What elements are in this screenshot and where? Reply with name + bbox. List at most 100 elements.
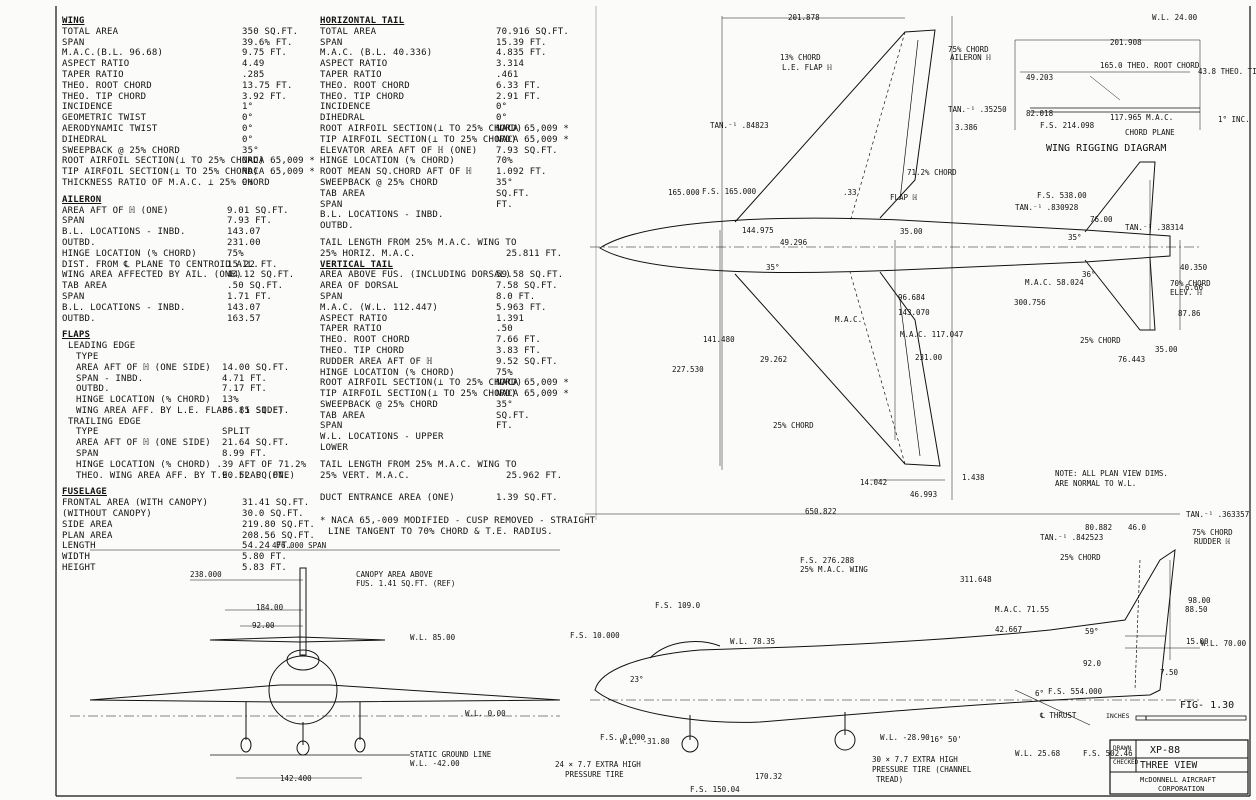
plan-fuselage bbox=[599, 217, 1171, 273]
spec-key: SPAN - INBD. bbox=[76, 373, 144, 384]
htail-row: HINGE LOCATION (% CHORD)70% bbox=[320, 156, 560, 167]
company-name: McDONNELL AIRCRAFT bbox=[1140, 776, 1217, 784]
aileron-row: OUTBD.163.57 bbox=[62, 314, 312, 325]
spec-value: 350 SQ.FT. bbox=[242, 26, 299, 37]
spec-key: M.A.C. (W.L. 112.447) bbox=[320, 302, 438, 313]
plan-dimension: M.A.C. 58.024 bbox=[1025, 278, 1084, 287]
side-view-label: 25% CHORD bbox=[1060, 553, 1101, 562]
side-view-label: TREAD) bbox=[876, 775, 903, 784]
spec-key: SIDE AREA bbox=[62, 519, 113, 530]
spec-key: SPAN bbox=[320, 421, 343, 432]
vtail-row: TAPER RATIO.50 bbox=[320, 324, 560, 335]
spec-value: FT. bbox=[496, 199, 513, 210]
spec-key: THEO. WING AREA AFF. BY T.E. FLAP (ONE) bbox=[76, 470, 296, 481]
spec-value: NACA 65,009 * bbox=[496, 378, 570, 389]
flaps-le-row: AREA AFT OF ℍ (ONE SIDE)14.00 SQ.FT. bbox=[62, 363, 312, 374]
aileron-row: AREA AFT OF ℍ (ONE)9.01 SQ.FT. bbox=[62, 206, 312, 217]
spec-value: 9% bbox=[242, 177, 254, 188]
spec-value: 3.92 FT. bbox=[242, 91, 287, 102]
spec-value: 7.93 FT. bbox=[227, 216, 272, 227]
spec-value: 4.49 bbox=[242, 59, 265, 70]
side-view-label: W.L. -28.90 bbox=[880, 733, 930, 742]
side-view-label: RUDDER ℍ bbox=[1194, 537, 1231, 546]
side-view-label: W.L. -31.80 bbox=[620, 737, 670, 746]
figure-number: FIG- 1.30 bbox=[1180, 700, 1234, 711]
plan-dimension: 141.480 bbox=[703, 335, 735, 344]
plan-dimension: 76.443 bbox=[1118, 355, 1145, 364]
htail-row: OUTBD. bbox=[320, 221, 560, 232]
spec-key: PLAN AREA bbox=[62, 530, 113, 541]
aileron-row: B.L. LOCATIONS - INBD.143.07 bbox=[62, 227, 312, 238]
spec-key: THEO. ROOT CHORD bbox=[320, 335, 410, 346]
wing-row: ASPECT RATIO 4.49 bbox=[62, 59, 312, 70]
side-view-label: F.S. 554.000 bbox=[1048, 687, 1103, 696]
plan-dimension: 76.00 bbox=[1090, 215, 1113, 224]
spec-key: TAPER RATIO bbox=[320, 69, 382, 80]
spec-value: 1.092 FT. bbox=[496, 167, 547, 178]
spec-key: SPAN bbox=[76, 449, 99, 460]
spec-value: 70% bbox=[496, 156, 513, 167]
plan-dimension: 143.070 bbox=[898, 308, 930, 317]
plan-label: 13% CHORD bbox=[780, 53, 821, 62]
plan-dimension: 14.042 bbox=[860, 478, 887, 487]
side-view-label: F.S. 276.288 bbox=[800, 556, 855, 565]
spec-value: 6.33 FT. bbox=[496, 80, 541, 91]
plan-label: FLAP ℍ bbox=[890, 193, 918, 202]
spec-key: HEIGHT bbox=[62, 563, 96, 574]
front-view-label: W.L. 85.00 bbox=[410, 633, 456, 642]
spec-value: 163.57 bbox=[227, 313, 261, 324]
plan-dimension: TAN.⁻¹ .830928 bbox=[1015, 203, 1079, 212]
spec-value: SPLIT bbox=[222, 427, 251, 438]
spec-key: AERODYNAMIC TWIST bbox=[62, 123, 158, 134]
spec-value: 35° bbox=[496, 177, 513, 188]
htail-heading: HORIZONTAL TAIL bbox=[320, 16, 405, 26]
spec-value: 1° bbox=[242, 102, 254, 113]
plan-dimension: 300.756 bbox=[1014, 298, 1046, 307]
spec-key: SPAN bbox=[320, 37, 343, 48]
side-view-label: 15.00 bbox=[1186, 637, 1209, 646]
spec-value: 31.41 SQ.FT. bbox=[242, 498, 310, 509]
spec-value: 219.80 SQ.FT. bbox=[242, 519, 316, 530]
spec-key: HINGE LOCATION (% CHORD) bbox=[76, 395, 211, 406]
plan-dimension: TAN.⁻¹ .84823 bbox=[710, 121, 769, 130]
spec-value: 7.93 SQ.FT. bbox=[496, 145, 558, 156]
side-view-label: PRESSURE TIRE bbox=[565, 770, 624, 779]
spec-key: THEO. ROOT CHORD bbox=[62, 80, 152, 91]
rigging-label: 43.8 THEO. TIP CHORD bbox=[1198, 67, 1256, 76]
note-line-1: NOTE: ALL PLAN VIEW DIMS. bbox=[1055, 469, 1168, 478]
htail-row: TIP AIRFOIL SECTION(⊥ TO 25% CHORD)NACA … bbox=[320, 135, 569, 146]
spec-key: TYPE bbox=[76, 351, 99, 362]
spec-key: TAPER RATIO bbox=[62, 69, 124, 80]
side-view-label: 59° bbox=[1085, 627, 1099, 636]
spec-value: NACA 65,009 * bbox=[242, 156, 316, 167]
spec-key: LENGTH bbox=[62, 541, 96, 552]
spec-key: SPAN bbox=[62, 216, 85, 227]
fuselage-row: (WITHOUT CANOPY)30.0 SQ.FT. bbox=[62, 509, 312, 520]
aircraft-designation: XP-88 bbox=[1150, 745, 1180, 756]
front-view-label: 476.000 SPAN bbox=[272, 541, 326, 550]
side-view-label: 98.00 bbox=[1188, 596, 1211, 605]
spec-value: 7.58 SQ.FT. bbox=[496, 281, 558, 292]
spec-key: ASPECT RATIO bbox=[62, 59, 130, 70]
spec-value: 54.24 FT. bbox=[242, 541, 293, 552]
rigging-label: 49.203 bbox=[1026, 73, 1053, 82]
spec-value: 13.75 FT. bbox=[242, 80, 293, 91]
spec-value: 1.391 bbox=[496, 313, 525, 324]
spec-value: NACA 65,009 * bbox=[242, 167, 316, 178]
side-view-label: 88.50 bbox=[1185, 605, 1208, 614]
side-view-label: F.S. 109.0 bbox=[655, 601, 701, 610]
spec-value: 231.00 bbox=[227, 237, 261, 248]
side-view-label: 23° bbox=[630, 675, 644, 684]
spec-key: INCIDENCE bbox=[320, 102, 371, 113]
plan-label: 70% CHORD bbox=[1170, 279, 1211, 288]
side-view-label: 30 × 7.7 EXTRA HIGH bbox=[872, 755, 958, 764]
drawn-label: DRAWN bbox=[1113, 745, 1131, 752]
plan-wing-upper bbox=[734, 29, 936, 223]
